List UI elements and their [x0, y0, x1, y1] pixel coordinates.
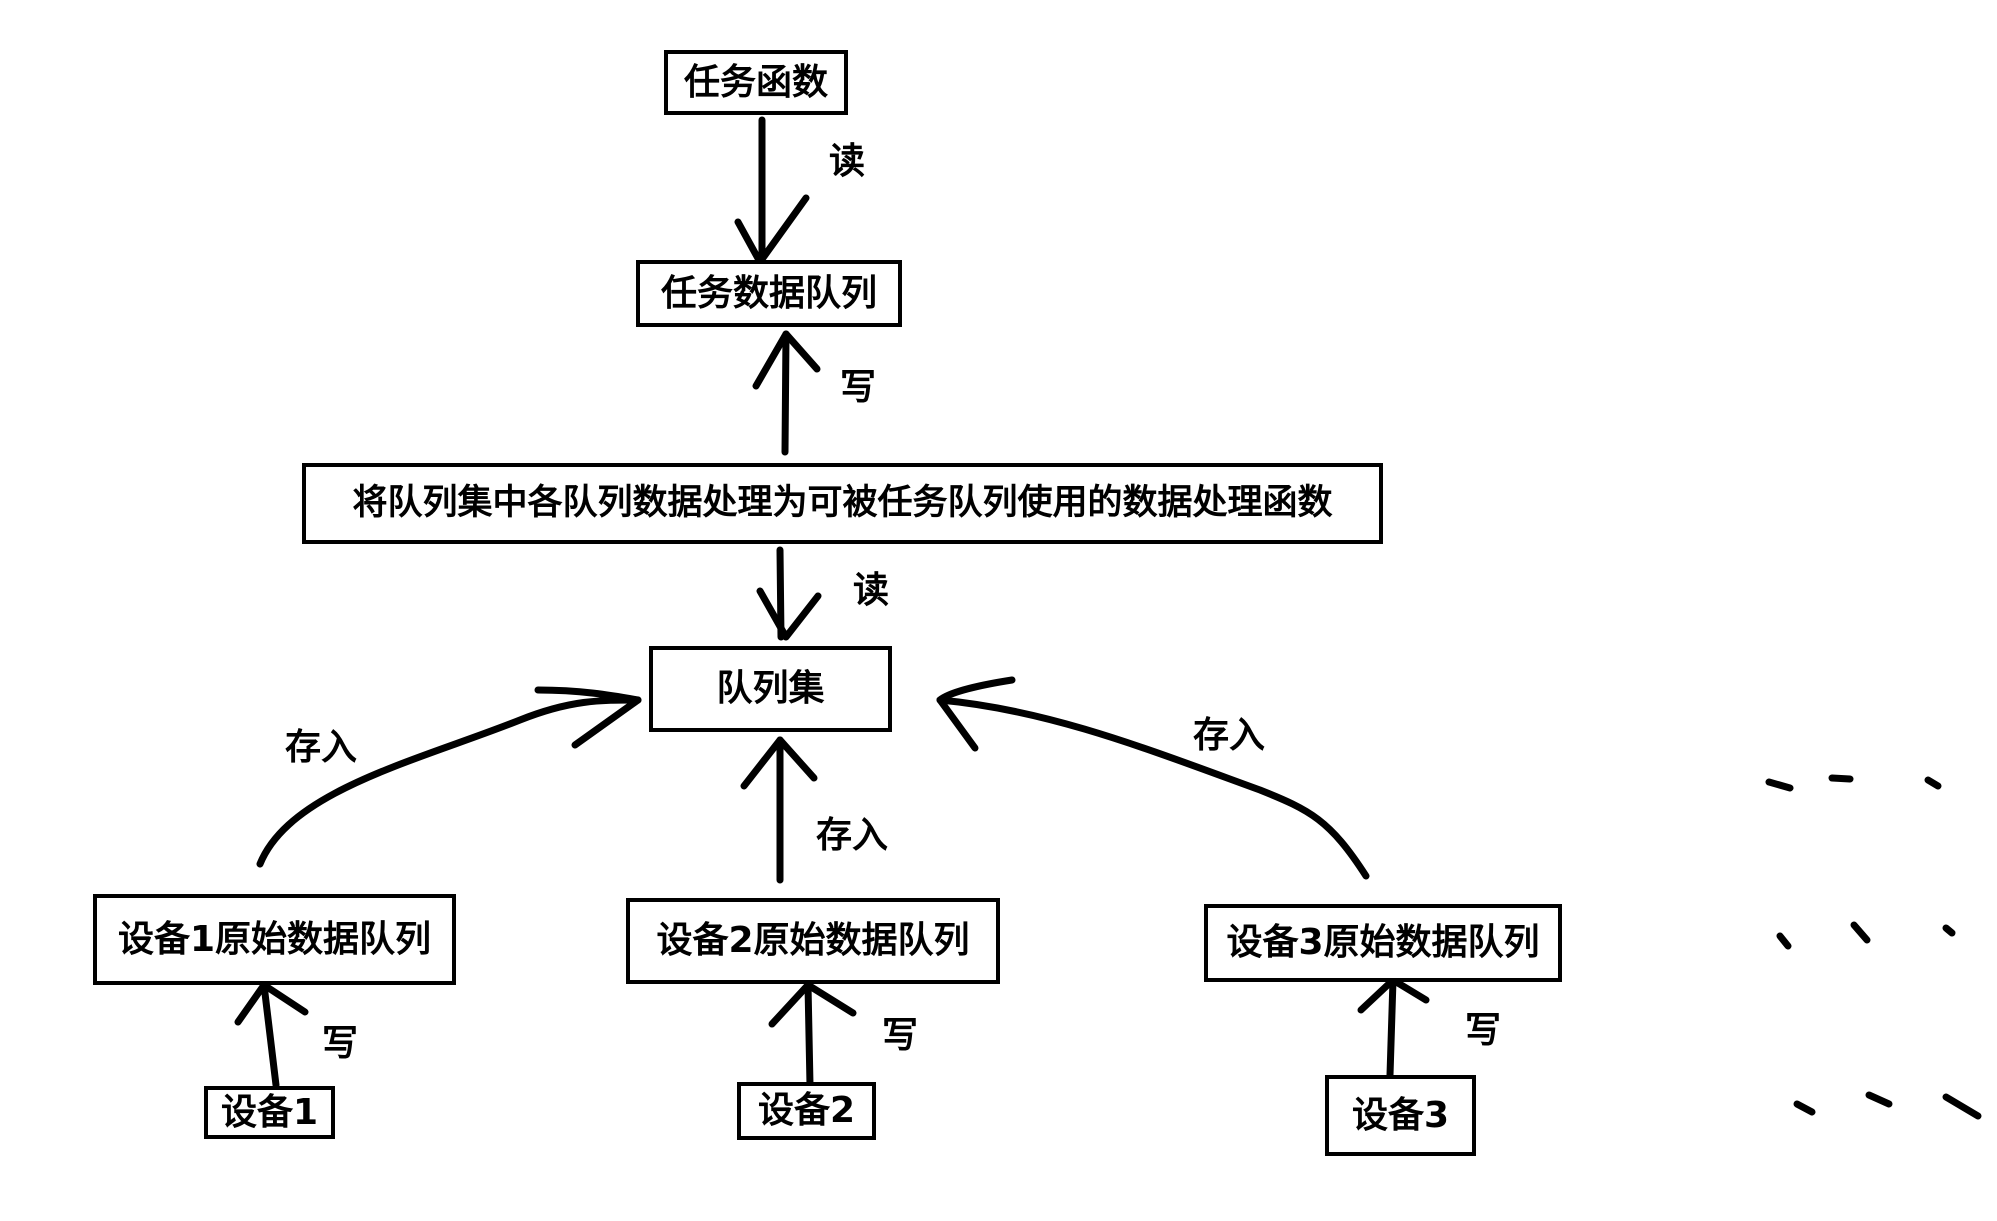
- device2-box: 设备2: [737, 1082, 876, 1140]
- label-write-top: 写: [840, 367, 877, 408]
- label-store-center: 存入: [816, 815, 889, 856]
- arrowhead-read-queue-set: [756, 587, 822, 641]
- arrow-store-device3: [936, 696, 1370, 880]
- processing-function-box: 将队列集中各队列数据处理为可被任务队列使用的数据处理函数: [302, 463, 1383, 544]
- device1-box: 设备1: [204, 1086, 335, 1139]
- arrowhead-write-device2: [768, 981, 857, 1028]
- label-read-middle: 读: [853, 570, 890, 611]
- arrowhead-store-device2: [740, 736, 818, 790]
- arrowhead-store-device3: [936, 676, 1016, 752]
- device3-box: 设备3: [1325, 1075, 1476, 1156]
- arrow-write-device2: [804, 981, 814, 1089]
- arrowhead-store-device1: [534, 686, 642, 749]
- label-write-device3: 写: [1465, 1010, 1502, 1051]
- queue-set-box: 队列集: [649, 646, 892, 732]
- arrowhead-write-device1: [234, 981, 309, 1026]
- label-write-device2: 写: [882, 1015, 919, 1056]
- label-write-device1: 写: [322, 1023, 359, 1064]
- ellipsis-marks: [1765, 774, 1982, 1120]
- arrowhead-read-task-function: [734, 194, 810, 266]
- label-store-right: 存入: [1193, 715, 1266, 756]
- task-data-queue-box: 任务数据队列: [636, 260, 902, 327]
- arrow-write-task-data-queue: [781, 330, 790, 456]
- arrow-write-device3: [1386, 976, 1397, 1079]
- label-store-left: 存入: [285, 727, 358, 768]
- label-read-top: 读: [829, 141, 866, 182]
- device2-raw-queue-box: 设备2原始数据队列: [626, 898, 1000, 984]
- arrow-write-device1: [260, 981, 280, 1089]
- arrowhead-write-task-data-queue: [752, 330, 821, 390]
- task-function-box: 任务函数: [664, 50, 848, 115]
- arrow-store-device1: [256, 696, 642, 868]
- device1-raw-queue-box: 设备1原始数据队列: [93, 894, 456, 985]
- device3-raw-queue-box: 设备3原始数据队列: [1204, 904, 1562, 982]
